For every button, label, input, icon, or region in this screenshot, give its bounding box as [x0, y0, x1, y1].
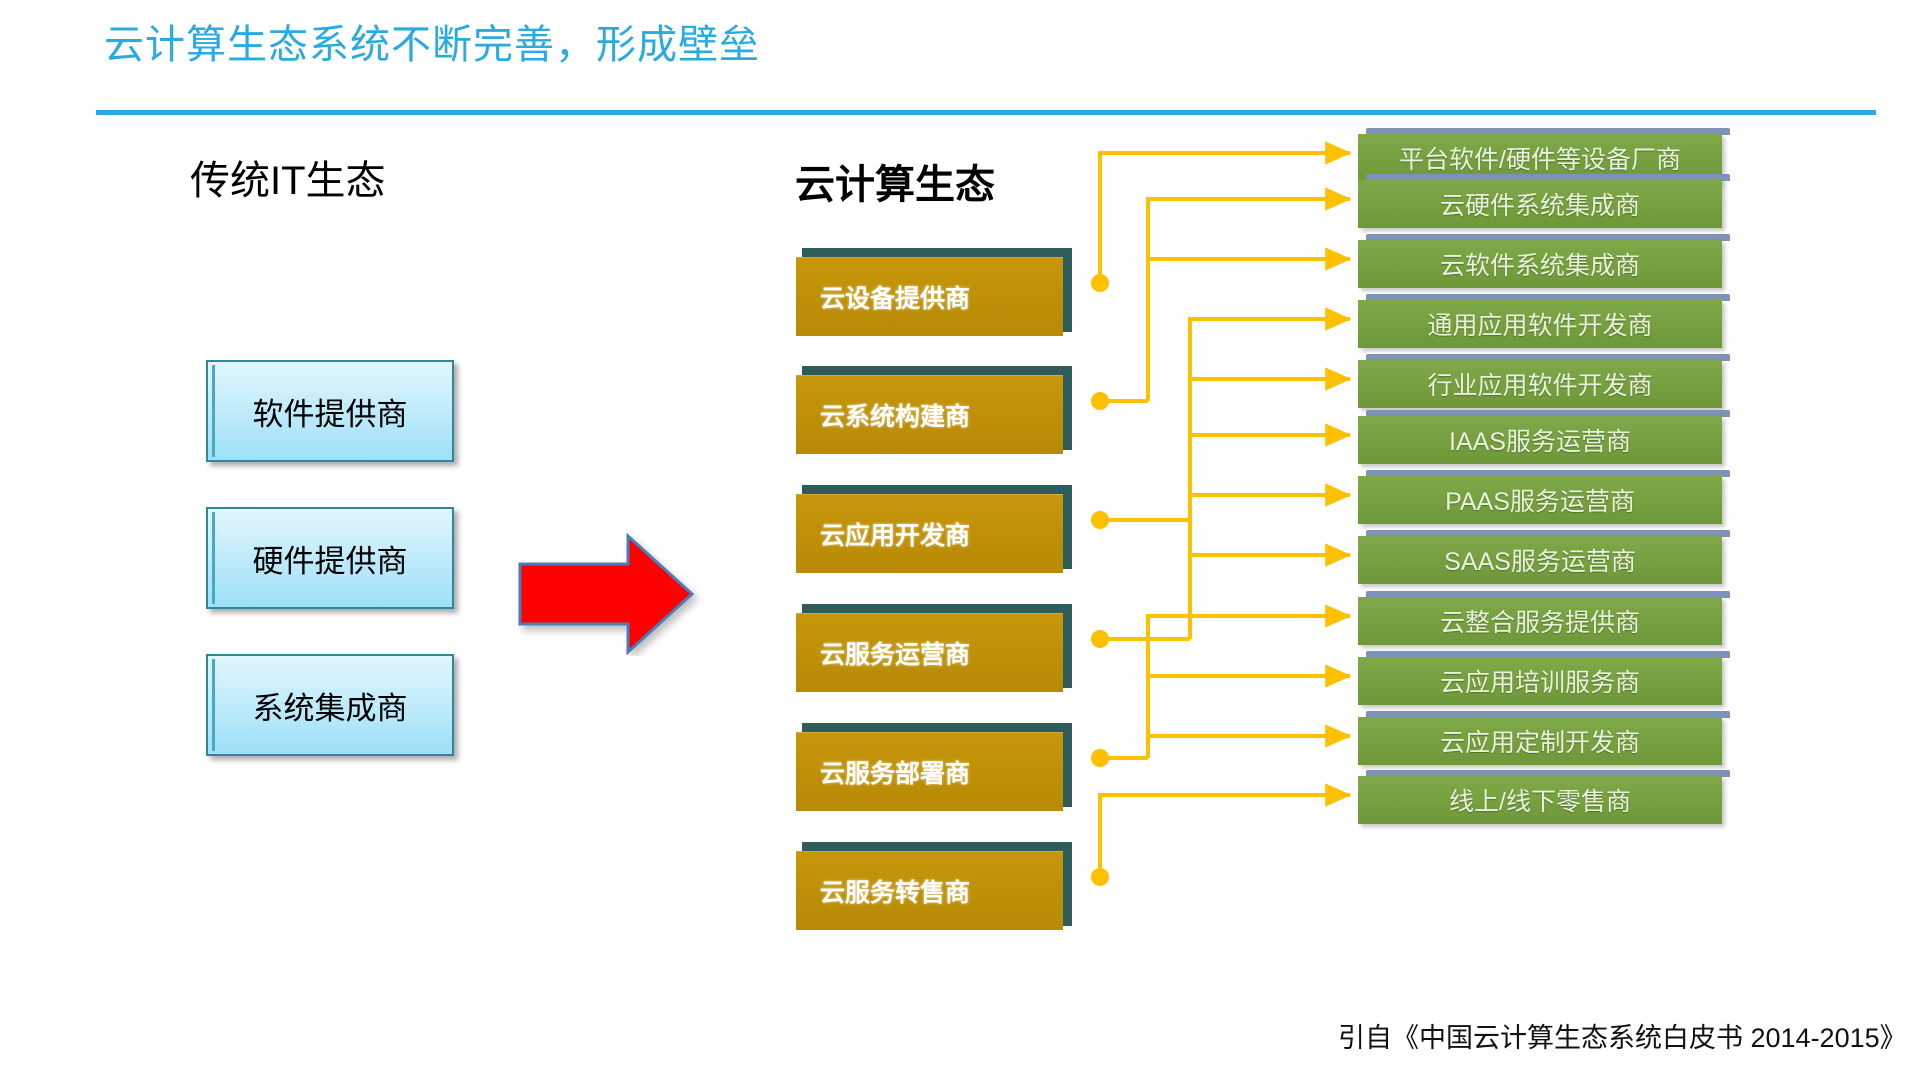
cloud-role-label: 云系统构建商 [820, 402, 971, 431]
connector-dot [1091, 868, 1109, 886]
legacy-item-label: 系统集成商 [252, 690, 408, 726]
connector-dot [1091, 392, 1109, 410]
box-bevel-top [802, 485, 1072, 494]
cloud-role-service-reseller[interactable]: 云服务转售商 [796, 842, 1072, 930]
box-bevel-right [1063, 370, 1072, 450]
box-bevel-top [1366, 770, 1730, 777]
box-bevel-right [1063, 252, 1072, 332]
connector-dot [1091, 274, 1109, 292]
box-face: PAAS服务运营商 [1358, 476, 1722, 524]
box-bevel-top [802, 248, 1072, 257]
ecosystem-item-label: SAAS服务运营商 [1444, 548, 1636, 576]
box-bevel-top [802, 604, 1072, 613]
title-divider [96, 110, 1876, 115]
cloud-role-system-builder[interactable]: 云系统构建商 [796, 366, 1072, 454]
ecosystem-item-label: 云软件系统集成商 [1439, 252, 1640, 280]
ecosystem-item-custom-app-dev[interactable]: 云应用定制开发商 [1358, 711, 1730, 765]
box-bevel-top [1366, 651, 1730, 658]
box-face: SAAS服务运营商 [1358, 536, 1722, 584]
ecosystem-item-label: 云应用定制开发商 [1439, 729, 1640, 757]
box-bevel-top [802, 723, 1072, 732]
legacy-item-label: 硬件提供商 [252, 543, 408, 579]
ecosystem-item-industry-app-dev[interactable]: 行业应用软件开发商 [1358, 354, 1730, 408]
source-citation: 引自《中国云计算生态系统白皮书 2014-2015》 [1338, 1023, 1907, 1053]
legacy-item-hardware-provider[interactable]: 硬件提供商 [206, 507, 454, 609]
ecosystem-item-label: PAAS服务运营商 [1445, 488, 1635, 516]
right-arrow-icon [518, 532, 695, 656]
ecosystem-item-training-service[interactable]: 云应用培训服务商 [1358, 651, 1730, 705]
cloud-role-equipment-provider[interactable]: 云设备提供商 [796, 248, 1072, 336]
box-bevel-top [1366, 128, 1730, 135]
ecosystem-item-sw-integrator[interactable]: 云软件系统集成商 [1358, 234, 1730, 288]
box-bevel-right [1063, 608, 1072, 688]
box-face: IAAS服务运营商 [1358, 416, 1722, 464]
box-bevel-top [1366, 470, 1730, 477]
box-bevel-top [1366, 530, 1730, 537]
box-bevel-top [1366, 591, 1730, 598]
box-face: 云硬件系统集成商 [1358, 180, 1722, 228]
ecosystem-item-hw-integrator[interactable]: 云硬件系统集成商 [1358, 174, 1730, 228]
box-face: 云系统构建商 [796, 375, 1063, 454]
box-bevel-top [1366, 711, 1730, 718]
box-face: 云服务运营商 [796, 613, 1063, 692]
connector-dot [1091, 749, 1109, 767]
cloud-role-label: 云服务转售商 [820, 878, 971, 907]
box-bevel-top [1366, 174, 1730, 181]
box-face: 线上/线下零售商 [1358, 776, 1722, 824]
box-bevel-right [1063, 846, 1072, 926]
cloud-role-label: 云服务部署商 [820, 759, 971, 788]
box-face: 云整合服务提供商 [1358, 597, 1722, 645]
ecosystem-item-integration-service[interactable]: 云整合服务提供商 [1358, 591, 1730, 645]
box-bevel-top [802, 842, 1072, 851]
cloud-role-label: 云设备提供商 [820, 284, 971, 313]
legacy-column-heading: 传统IT生态 [190, 159, 386, 203]
box-bevel-top [1366, 354, 1730, 361]
box-face: 云设备提供商 [796, 257, 1063, 336]
box-bevel-top [802, 366, 1072, 375]
cloud-role-label: 云应用开发商 [820, 521, 971, 550]
box-bevel-top [1366, 410, 1730, 417]
ecosystem-item-general-app-dev[interactable]: 通用应用软件开发商 [1358, 294, 1730, 348]
box-face: 云软件系统集成商 [1358, 240, 1722, 288]
ecosystem-item-label: IAAS服务运营商 [1449, 428, 1631, 456]
cloud-role-service-deployer[interactable]: 云服务部署商 [796, 723, 1072, 811]
legacy-item-system-integrator[interactable]: 系统集成商 [206, 654, 454, 756]
ecosystem-item-label: 行业应用软件开发商 [1427, 372, 1653, 400]
legacy-item-label: 软件提供商 [252, 396, 408, 432]
box-face: 行业应用软件开发商 [1358, 360, 1722, 408]
legacy-item-software-provider[interactable]: 软件提供商 [206, 360, 454, 462]
box-face: 云应用开发商 [796, 494, 1063, 573]
connector-dot [1091, 511, 1109, 529]
ecosystem-item-label: 线上/线下零售商 [1449, 788, 1631, 816]
cloud-role-label: 云服务运营商 [820, 640, 971, 669]
ecosystem-item-label: 云整合服务提供商 [1439, 609, 1640, 637]
box-bevel-right [1063, 727, 1072, 807]
ecosystem-item-iaas-operator[interactable]: IAAS服务运营商 [1358, 410, 1730, 464]
box-face: 云应用定制开发商 [1358, 717, 1722, 765]
ecosystem-item-paas-operator[interactable]: PAAS服务运营商 [1358, 470, 1730, 524]
ecosystem-item-saas-operator[interactable]: SAAS服务运营商 [1358, 530, 1730, 584]
page-title: 云计算生态系统不断完善，形成壁垒 [104, 23, 760, 67]
box-bevel-top [1366, 234, 1730, 241]
box-face: 云服务部署商 [796, 732, 1063, 811]
ecosystem-item-label: 通用应用软件开发商 [1427, 312, 1653, 340]
box-face: 云服务转售商 [796, 851, 1063, 930]
ecosystem-item-online-offline-retail[interactable]: 线上/线下零售商 [1358, 770, 1730, 824]
cloud-role-app-developer[interactable]: 云应用开发商 [796, 485, 1072, 573]
cloud-column-heading: 云计算生态 [795, 163, 995, 207]
box-face: 云应用培训服务商 [1358, 657, 1722, 705]
ecosystem-item-label: 云应用培训服务商 [1439, 669, 1640, 697]
cloud-role-service-operator[interactable]: 云服务运营商 [796, 604, 1072, 692]
ecosystem-item-label: 云硬件系统集成商 [1439, 192, 1640, 220]
ecosystem-item-label: 平台软件/硬件等设备厂商 [1399, 146, 1681, 174]
box-bevel-top [1366, 294, 1730, 301]
connector-dot [1091, 630, 1109, 648]
box-bevel-right [1063, 489, 1072, 569]
box-face: 通用应用软件开发商 [1358, 300, 1722, 348]
